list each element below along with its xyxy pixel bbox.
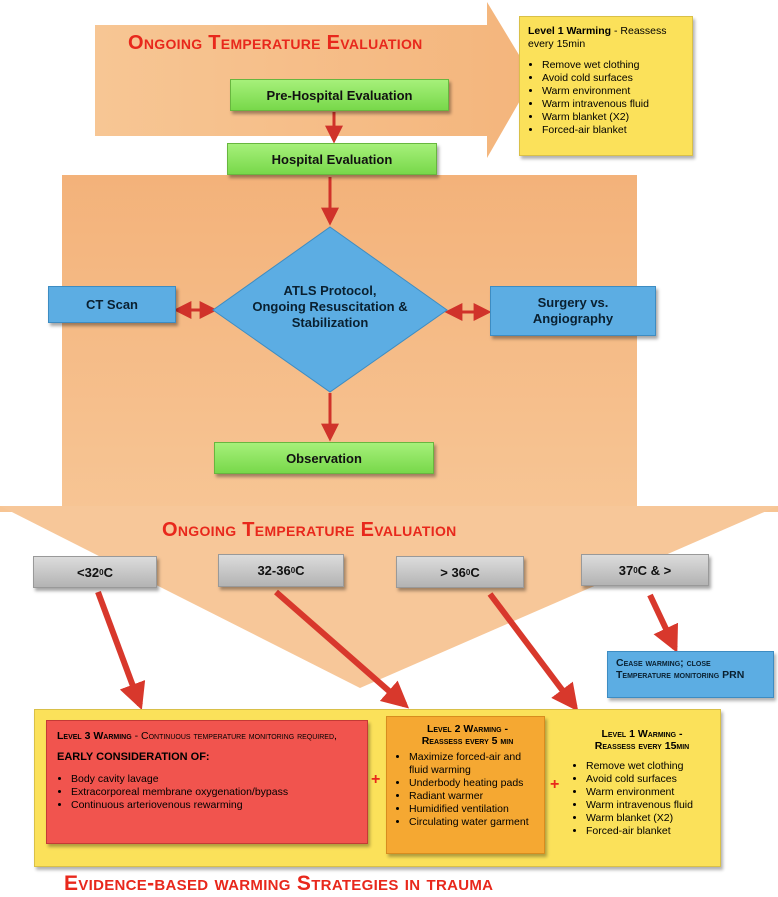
plus-sign-left: + <box>371 771 381 788</box>
list-item: Remove wet clothing <box>586 760 714 773</box>
level2-panel: Level 2 Warming - Reassess every 5 min M… <box>386 716 545 854</box>
observation-box: Observation <box>214 442 434 474</box>
hospital-box: Hospital Evaluation <box>227 143 437 175</box>
list-item: Warm intravenous fluid <box>586 799 714 812</box>
level3-list: Body cavity lavage Extracorporeal membra… <box>57 773 357 812</box>
atls-diamond <box>212 226 448 393</box>
level2-note: Reassess every 5 min <box>421 735 514 747</box>
level2-heading: Level 2 Warming - <box>426 723 509 735</box>
list-item: Warm blanket (X2) <box>542 111 684 124</box>
atls-label: ATLS Protocol, Ongoing Resuscitation & S… <box>252 283 408 330</box>
level2-list: Maximize forced-air and fluid warming Un… <box>397 751 538 829</box>
arrow-lt32-to-level3 <box>95 590 146 711</box>
list-item: Body cavity lavage <box>71 773 357 786</box>
pre-hospital-box: Pre-Hospital Evaluation <box>230 79 449 111</box>
top-level1-list: Remove wet clothing Avoid cold surfaces … <box>528 59 684 137</box>
list-item: Underbody heating pads <box>409 777 538 790</box>
plus-sign-right: + <box>550 776 560 793</box>
arrow-gt36-to-level1 <box>487 592 579 712</box>
list-item: Radiant warmer <box>409 790 538 803</box>
list-item: Warm intravenous fluid <box>542 98 684 111</box>
middle-evaluation-title: Ongoing Temperature Evaluation <box>162 519 457 541</box>
level3-early-consideration: EARLY CONSIDERATION OF: <box>57 751 210 763</box>
bottom-title: Evidence-based warming Strategies in tra… <box>64 872 494 895</box>
level1-heading: Level 1 Warming - <box>601 728 683 740</box>
list-item: Forced-air blanket <box>586 825 714 838</box>
list-item: Remove wet clothing <box>542 59 684 72</box>
top-level1-panel: Level 1 Warming - Reassess every 15min R… <box>519 16 693 156</box>
list-item: Extracorporeal membrane oxygenation/bypa… <box>71 786 357 799</box>
list-item: Avoid cold surfaces <box>586 773 714 786</box>
surgery-box: Surgery vs. Angiography <box>490 286 656 336</box>
list-item: Circulating water garment <box>409 816 538 829</box>
level3-panel: Level 3 Warming - Continuous temperature… <box>46 720 368 844</box>
main-arrow-head <box>0 506 778 688</box>
list-item: Forced-air blanket <box>542 124 684 137</box>
cease-warming-box: Cease warming; close Temperature monitor… <box>607 651 774 698</box>
top-level1-heading: Level 1 Warming - Reassess every 15min <box>528 25 667 50</box>
list-item: Humidified ventilation <box>409 803 538 816</box>
level1-list: Remove wet clothing Avoid cold surfaces … <box>570 760 714 838</box>
level3-heading: Level 3 Warming - Continuous temperature… <box>57 730 337 742</box>
list-item: Avoid cold surfaces <box>542 72 684 85</box>
level1-note: Reassess every 15min <box>594 740 690 752</box>
arrow-37-to-cease <box>647 593 678 653</box>
arrow-32-36-to-level2 <box>274 589 410 709</box>
ct-scan-box: CT Scan <box>48 286 176 323</box>
list-item: Warm environment <box>586 786 714 799</box>
list-item: Warm blanket (X2) <box>586 812 714 825</box>
list-item: Continuous arteriovenous rewarming <box>71 799 357 812</box>
list-item: Maximize forced-air and fluid warming <box>409 751 538 777</box>
top-evaluation-title: Ongoing Temperature Evaluation <box>128 32 423 54</box>
level1-panel: Level 1 Warming - Reassess every 15min R… <box>566 726 718 856</box>
list-item: Warm environment <box>542 85 684 98</box>
